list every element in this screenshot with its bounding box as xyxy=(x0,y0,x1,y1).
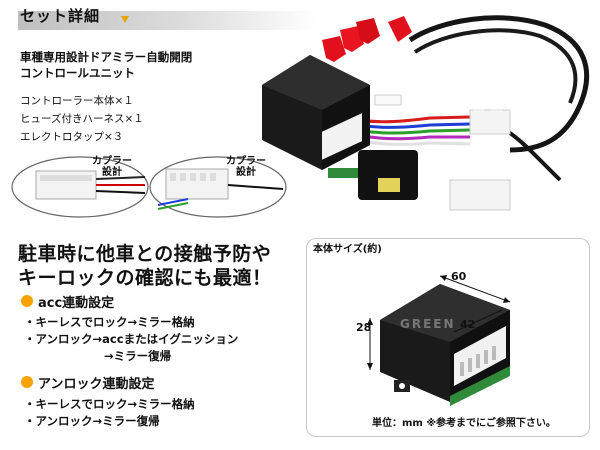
dimension-height: 28 xyxy=(356,321,372,334)
coupler-right-label-line2: 設計 xyxy=(236,167,256,178)
section-header: セット詳細 xyxy=(0,0,600,30)
acc-line3: →ミラー復帰 xyxy=(104,349,172,363)
dimension-width: 60 xyxy=(451,270,467,283)
product-name-line1: 車種専用設計ドアミラー自動開閉 xyxy=(20,50,193,64)
acc-line1: ・キーレスでロック→ミラー格納 xyxy=(24,315,195,329)
bullet-dot-icon xyxy=(21,376,33,388)
coupler-left-label-line1: カプラー xyxy=(92,156,132,167)
product-name-line2: コントロールユニット xyxy=(20,66,135,80)
bullet-dot-icon xyxy=(21,295,33,307)
coupler-right-photo xyxy=(149,156,287,218)
unlock-line1: ・キーレスでロック→ミラー格納 xyxy=(24,397,195,411)
coupler-left-photo xyxy=(11,156,149,218)
dimension-depth: 42 xyxy=(460,318,476,331)
coupler-right-label-line1: カプラー xyxy=(226,156,266,167)
part-item-harness: ヒューズ付きハーネス×１ xyxy=(20,113,144,125)
coupler-right-label: カプラー 設計 xyxy=(226,156,266,178)
svg-text:GREEN: GREEN xyxy=(430,93,528,118)
size-box-title: 本体サイズ(約) xyxy=(313,244,382,255)
triangle-icon xyxy=(121,16,129,23)
headline-line1: 駐車時に他車との接触予防や xyxy=(18,243,272,265)
coupler-left-label-line2: 設計 xyxy=(102,167,122,178)
unit-size-diagram: GREEN xyxy=(367,275,511,406)
svg-text:GREEN: GREEN xyxy=(400,317,456,331)
part-item-taps: エレクトロタップ×３ xyxy=(20,131,124,143)
unlock-line2: ・アンロック→ミラー復帰 xyxy=(24,414,160,428)
header-title: セット詳細 xyxy=(20,7,101,25)
controller-unit-icon xyxy=(262,55,370,178)
acc-section-title: acc連動設定 xyxy=(38,296,115,311)
unit-note: 単位：mm ※参考までにご参照下さい。 xyxy=(372,418,556,429)
unlock-section-title: アンロック連動設定 xyxy=(38,377,155,392)
part-item-controller: コントローラー本体×１ xyxy=(20,95,134,107)
coupler-left-label: カプラー 設計 xyxy=(92,156,132,178)
product-photo: GREEN xyxy=(262,15,590,211)
acc-line2: ・アンロック→accまたはイグニッション xyxy=(24,332,239,346)
electro-tap-icon xyxy=(322,16,412,62)
headline-line2: キーロックの確認にも最適！ xyxy=(18,267,272,289)
header-bar xyxy=(18,11,318,30)
